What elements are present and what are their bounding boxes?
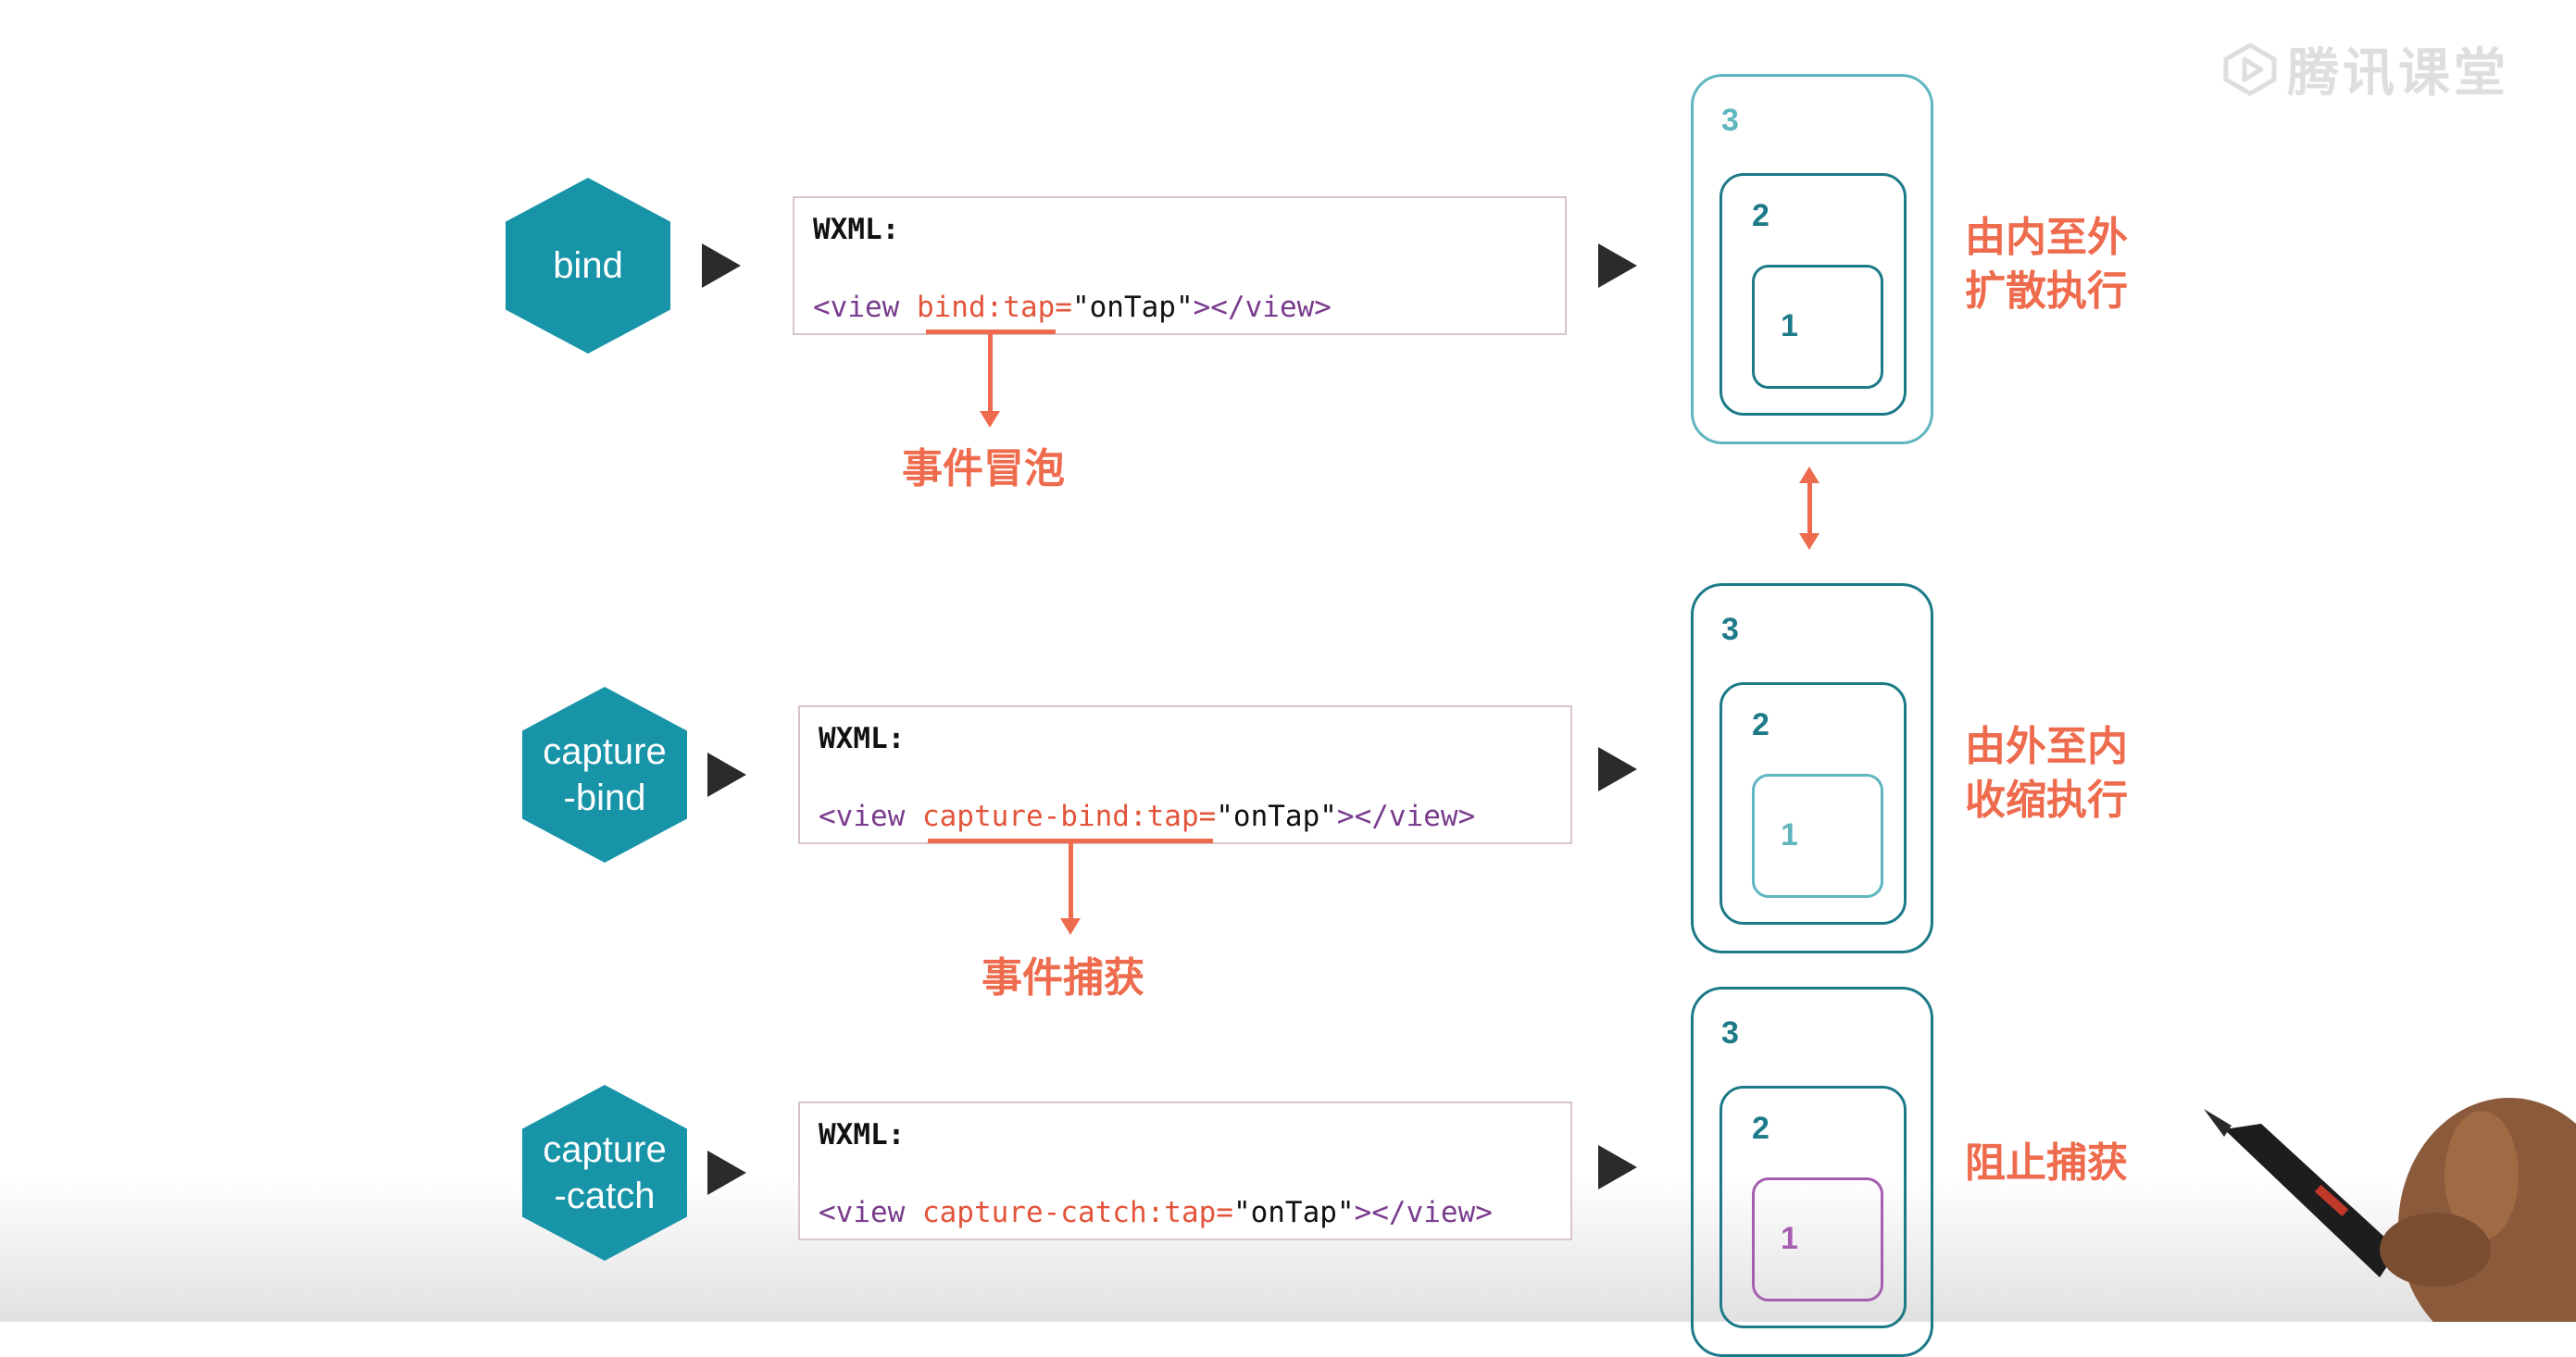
code-value: "onTap" [1216, 800, 1337, 833]
note-catch: 阻止捕获 [1965, 1139, 2128, 1187]
down-arrow-icon [980, 333, 1000, 428]
code-value: "onTap" [1071, 291, 1194, 324]
code-label: WXML: [819, 1118, 906, 1152]
nested-box-3: 3 2 1 [1691, 987, 1933, 1357]
code-attr: bind:tap= [916, 291, 1072, 324]
nest-label: 2 [1752, 707, 1769, 742]
note-bubble: 由内至外 扩散执行 [1965, 214, 2128, 315]
bind-badge: bind [506, 178, 670, 354]
play-arrow-icon [702, 243, 741, 288]
annotation-bubble: 事件冒泡 [902, 445, 1065, 492]
play-arrow-icon [707, 1151, 746, 1195]
nested-box-2: 2 1 [1719, 173, 1907, 416]
code-tag-close: ></view> [1336, 800, 1476, 833]
nested-box-3: 3 2 1 [1691, 74, 1933, 444]
code-label: WXML: [819, 722, 906, 755]
capture-bind-badge-label: capture -bind [543, 731, 667, 818]
code-line: <view bind:tap="onTap"></view> [813, 291, 1332, 324]
play-arrow-icon [1598, 747, 1637, 791]
double-arrow-icon [1799, 467, 1819, 550]
code-line: <view capture-bind:tap="onTap"></view> [819, 800, 1475, 833]
nest-label: 2 [1752, 198, 1769, 233]
code-tag-close: ></view> [1354, 1196, 1493, 1229]
attr-underline [928, 839, 1213, 843]
nested-box-1: 1 [1752, 774, 1883, 898]
code-box-capture-bind: WXML: <view capture-bind:tap="onTap"></v… [798, 705, 1572, 844]
play-arrow-icon [707, 753, 746, 797]
nested-box-1: 1 [1752, 265, 1883, 389]
code-tag-open: <view [819, 1196, 922, 1229]
attr-underline [926, 330, 1056, 334]
nest-label: 1 [1781, 308, 1798, 343]
play-arrow-icon [1598, 243, 1637, 288]
capture-bind-badge: capture -bind [522, 687, 687, 863]
code-box-bind: WXML: <view bind:tap="onTap"></view> [793, 196, 1567, 335]
note-capture: 由外至内 收缩执行 [1965, 723, 2128, 824]
nest-label: 1 [1781, 817, 1798, 853]
nested-box-2: 2 1 [1719, 1086, 1907, 1328]
play-logo-icon [2223, 42, 2277, 96]
nest-label: 2 [1752, 1111, 1769, 1146]
code-label: WXML: [813, 213, 900, 246]
nest-label: 3 [1721, 612, 1739, 647]
nest-label: 3 [1721, 103, 1739, 138]
hexagon-shape [522, 687, 687, 863]
code-attr: capture-bind:tap= [921, 800, 1217, 833]
code-attr: capture-catch:tap= [921, 1196, 1233, 1229]
brand-name: 腾讯课堂 [2287, 44, 2509, 104]
nest-label: 3 [1721, 1015, 1739, 1051]
code-tag-open: <view [813, 291, 917, 324]
annotation-capture: 事件捕获 [982, 954, 1144, 1002]
bind-badge-label: bind [553, 245, 623, 286]
nest-label: 1 [1781, 1221, 1798, 1256]
nested-box-2: 2 1 [1719, 682, 1907, 925]
nested-box-3: 3 2 1 [1691, 583, 1933, 953]
capture-catch-badge-label: capture -catch [543, 1129, 667, 1216]
hand-pen-image [2204, 1098, 2576, 1322]
code-box-capture-catch: WXML: <view capture-catch:tap="onTap"></… [798, 1102, 1572, 1240]
capture-catch-badge: capture -catch [522, 1085, 687, 1261]
nested-box-1: 1 [1752, 1177, 1883, 1301]
hexagon-shape [506, 178, 670, 354]
play-arrow-icon [1598, 1145, 1637, 1189]
code-tag-close: ></view> [1193, 291, 1332, 324]
code-value: "onTap" [1232, 1196, 1355, 1229]
down-arrow-icon [1060, 842, 1081, 935]
code-line: <view capture-catch:tap="onTap"></view> [819, 1196, 1493, 1229]
code-tag-open: <view [819, 800, 922, 833]
brand-watermark: 腾讯课堂 [2222, 31, 2509, 106]
